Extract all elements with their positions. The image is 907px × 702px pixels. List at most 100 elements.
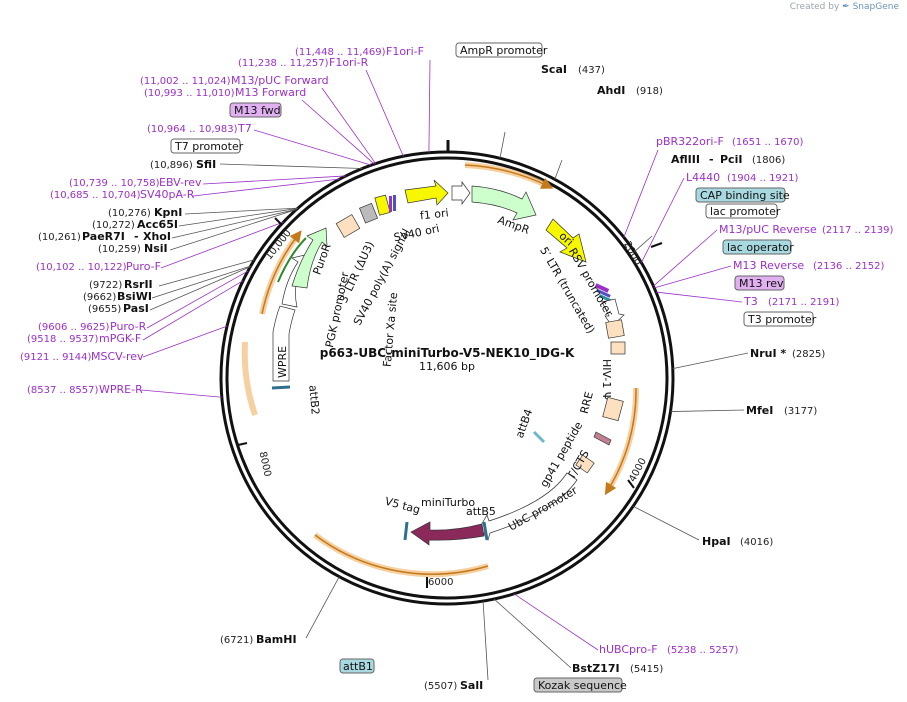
- svg-text:(1651 .. 1670): (1651 .. 1670): [732, 137, 804, 148]
- site-afliii[interactable]: AflIII- PciI(1806): [671, 153, 785, 166]
- primer-ebv-rev[interactable]: (10,739 .. 10,758)EBV-rev: [69, 176, 202, 189]
- box-t3-promoter[interactable]: T3 promoter: [743, 311, 817, 327]
- primer-m13puc-fwd[interactable]: (11,002 .. 11,024)M13/pUC Forward: [140, 74, 329, 87]
- sv40-ori-stripe: [389, 196, 392, 212]
- site-pasi[interactable]: (9655)PasI: [88, 302, 149, 315]
- sv40-polya-box: [359, 202, 379, 224]
- band-left-upper-arrow: [261, 230, 302, 315]
- svg-text:CAP binding site: CAP binding site: [700, 189, 790, 202]
- box-kozak-sequence[interactable]: Kozak sequence: [533, 677, 627, 693]
- box-m13-rev[interactable]: M13 rev: [734, 275, 785, 291]
- site-hpai-name: HpaI: [702, 535, 731, 548]
- site-scai-pos: (437): [578, 65, 605, 76]
- site-paer7i-pos: (10,261): [38, 232, 81, 243]
- primer-mscv-rev[interactable]: (9121 .. 9144)MSCV-rev: [20, 350, 144, 363]
- band-ampr-arrow: [464, 164, 554, 189]
- primer-f1ori-f[interactable]: (11,448 .. 11,469)F1ori-F: [295, 45, 424, 58]
- site-scai[interactable]: ScaI(437): [541, 63, 605, 76]
- box-attb1[interactable]: attB1: [339, 658, 375, 674]
- primer-m13-rev[interactable]: M13 Reverse(2136 .. 2152): [733, 259, 885, 272]
- site-sali-name: SalI: [460, 679, 483, 692]
- leader-line-bstz17i: [493, 598, 572, 669]
- primer-l4440[interactable]: L4440(1904 .. 1921): [686, 171, 799, 184]
- leader-line-sali: [482, 601, 489, 681]
- svg-text:T3 promoter: T3 promoter: [747, 313, 817, 326]
- primer-m13-fwd[interactable]: (10,993 .. 11,010)M13 Forward: [144, 86, 306, 99]
- site-sali[interactable]: (5507)SalI: [424, 679, 483, 692]
- primer-sv40pa-r[interactable]: (10,685 .. 10,704)SV40pA-R: [50, 188, 195, 201]
- site-kpni[interactable]: (10,276)KpnI: [108, 206, 182, 219]
- primer-wpre-r[interactable]: (8537 .. 8557)WPRE-R: [27, 383, 143, 396]
- primer-f1ori-r[interactable]: (11,238 .. 11,257)F1ori-R: [238, 56, 369, 69]
- site-hpai[interactable]: HpaI (4016): [702, 535, 773, 548]
- rsv-stripe-2: [596, 289, 611, 298]
- svg-text:M13/pUC Reverse: M13/pUC Reverse: [719, 223, 817, 236]
- site-bsiwi[interactable]: (9662)BsiWI: [83, 290, 152, 303]
- sv40-ori-stripe-2: [393, 195, 396, 211]
- svg-text:SV40pA-R: SV40pA-R: [140, 188, 195, 201]
- primer-pbr322ori-f[interactable]: pBR322ori-F (1651 .. 1670): [656, 135, 804, 148]
- site-rsrii[interactable]: (9722)RsrII: [89, 278, 153, 291]
- svg-text:M13 rev: M13 rev: [739, 277, 784, 290]
- box-lac-promoter[interactable]: lac promoter: [705, 203, 781, 219]
- primer-hubcpro-f[interactable]: hUBCpro-F(5238 .. 5257): [599, 643, 739, 656]
- svg-text:(2117 .. 2139): (2117 .. 2139): [822, 225, 894, 236]
- box-t7-promoter[interactable]: T7 promoter: [170, 138, 244, 154]
- site-paer7i[interactable]: (10,261)PaeR7I- XhoI: [38, 230, 171, 243]
- site-nrui[interactable]: NruI *(2825): [750, 347, 825, 360]
- box-lac-operator[interactable]: lac operator: [722, 239, 794, 255]
- site-bamhi[interactable]: (6721)BamHI: [220, 633, 297, 646]
- v5-tag-marker: [403, 521, 409, 541]
- site-nrui-pos: (2825): [792, 349, 825, 360]
- site-bstz17i[interactable]: BstZ17I(5415): [572, 662, 663, 675]
- svg-text:pBR322ori-F: pBR322ori-F: [656, 135, 724, 148]
- site-ahdi[interactable]: AhdI(918): [597, 84, 663, 97]
- primer-t7[interactable]: (10,964 .. 10,983)T7: [147, 122, 252, 135]
- svg-text:(9121 .. 9144): (9121 .. 9144): [20, 352, 92, 363]
- site-pcii-name: PciI: [720, 153, 742, 166]
- leader-line-nrui: [672, 352, 749, 370]
- svg-text:(11,238 .. 11,257): (11,238 .. 11,257): [238, 58, 329, 69]
- site-acc65i[interactable]: (10,272)Acc65I: [92, 218, 178, 231]
- leader-line-mfei: [670, 409, 745, 412]
- box-ampr-promoter[interactable]: AmpR promoter: [455, 42, 548, 58]
- hiv-psi-label: HIV-1 Ψ: [600, 359, 613, 401]
- site-sfii[interactable]: (10,896)SfiI: [150, 158, 216, 171]
- tick-label-6000: 6000: [428, 577, 453, 588]
- svg-text:T3: T3: [743, 295, 758, 308]
- primer-m13puc-rev[interactable]: M13/pUC Reverse (2117 .. 2139): [719, 223, 894, 236]
- site-hpai-pos: (4016): [740, 537, 773, 548]
- box-m13-fwd[interactable]: M13 fwd: [229, 102, 282, 118]
- plasmid-length: 11,606 bp: [419, 360, 475, 373]
- primer-puro-f[interactable]: (10,102 .. 10,122)Puro-F: [36, 260, 161, 273]
- sv40-ori-label: SV40 ori: [393, 222, 441, 244]
- tick-6000: 6000: [426, 577, 453, 588]
- site-acc65i-pos: (10,272): [92, 220, 135, 231]
- svg-text:hUBCpro-F: hUBCpro-F: [599, 643, 658, 656]
- leader-line-m13-fwd: [301, 99, 375, 165]
- site-mfei[interactable]: MfeI(3177): [746, 404, 817, 417]
- svg-text:T7 promoter: T7 promoter: [174, 140, 244, 153]
- box-cap-binding-site[interactable]: CAP binding site: [695, 187, 790, 203]
- site-bstz17i-name: BstZ17I: [572, 662, 620, 675]
- primer-mpgk-f[interactable]: (9518 .. 9537)mPGK-F: [27, 332, 141, 345]
- svg-text:AmpR promoter: AmpR promoter: [460, 44, 548, 57]
- site-nsii[interactable]: (10,259)NsiI: [98, 242, 168, 255]
- site-sfii-pos: (10,896): [150, 160, 193, 171]
- ori-arrow: [545, 218, 587, 263]
- primer-puro-r[interactable]: (9606 .. 9625)Puro-R: [38, 320, 147, 333]
- primer-t3[interactable]: T3(2171 .. 2191): [743, 295, 840, 308]
- ltr3-box: [335, 214, 361, 238]
- leader-line-mscv-rev: [142, 325, 228, 358]
- leader-line-l4440: [640, 177, 685, 263]
- site-afliii-name: AflIII: [671, 153, 700, 166]
- svg-text:Puro-F: Puro-F: [126, 260, 161, 273]
- site-pasi-pos: (9655): [88, 304, 121, 315]
- site-rsrii-pos: (9722): [89, 280, 122, 291]
- svg-text:(10,102 .. 10,122): (10,102 .. 10,122): [36, 262, 127, 273]
- leader-line-f1ori-r: [365, 69, 404, 157]
- svg-text:M13 fwd: M13 fwd: [234, 104, 281, 117]
- attb5-label: attB5: [466, 505, 496, 518]
- leader-line-puro-f: [160, 221, 284, 269]
